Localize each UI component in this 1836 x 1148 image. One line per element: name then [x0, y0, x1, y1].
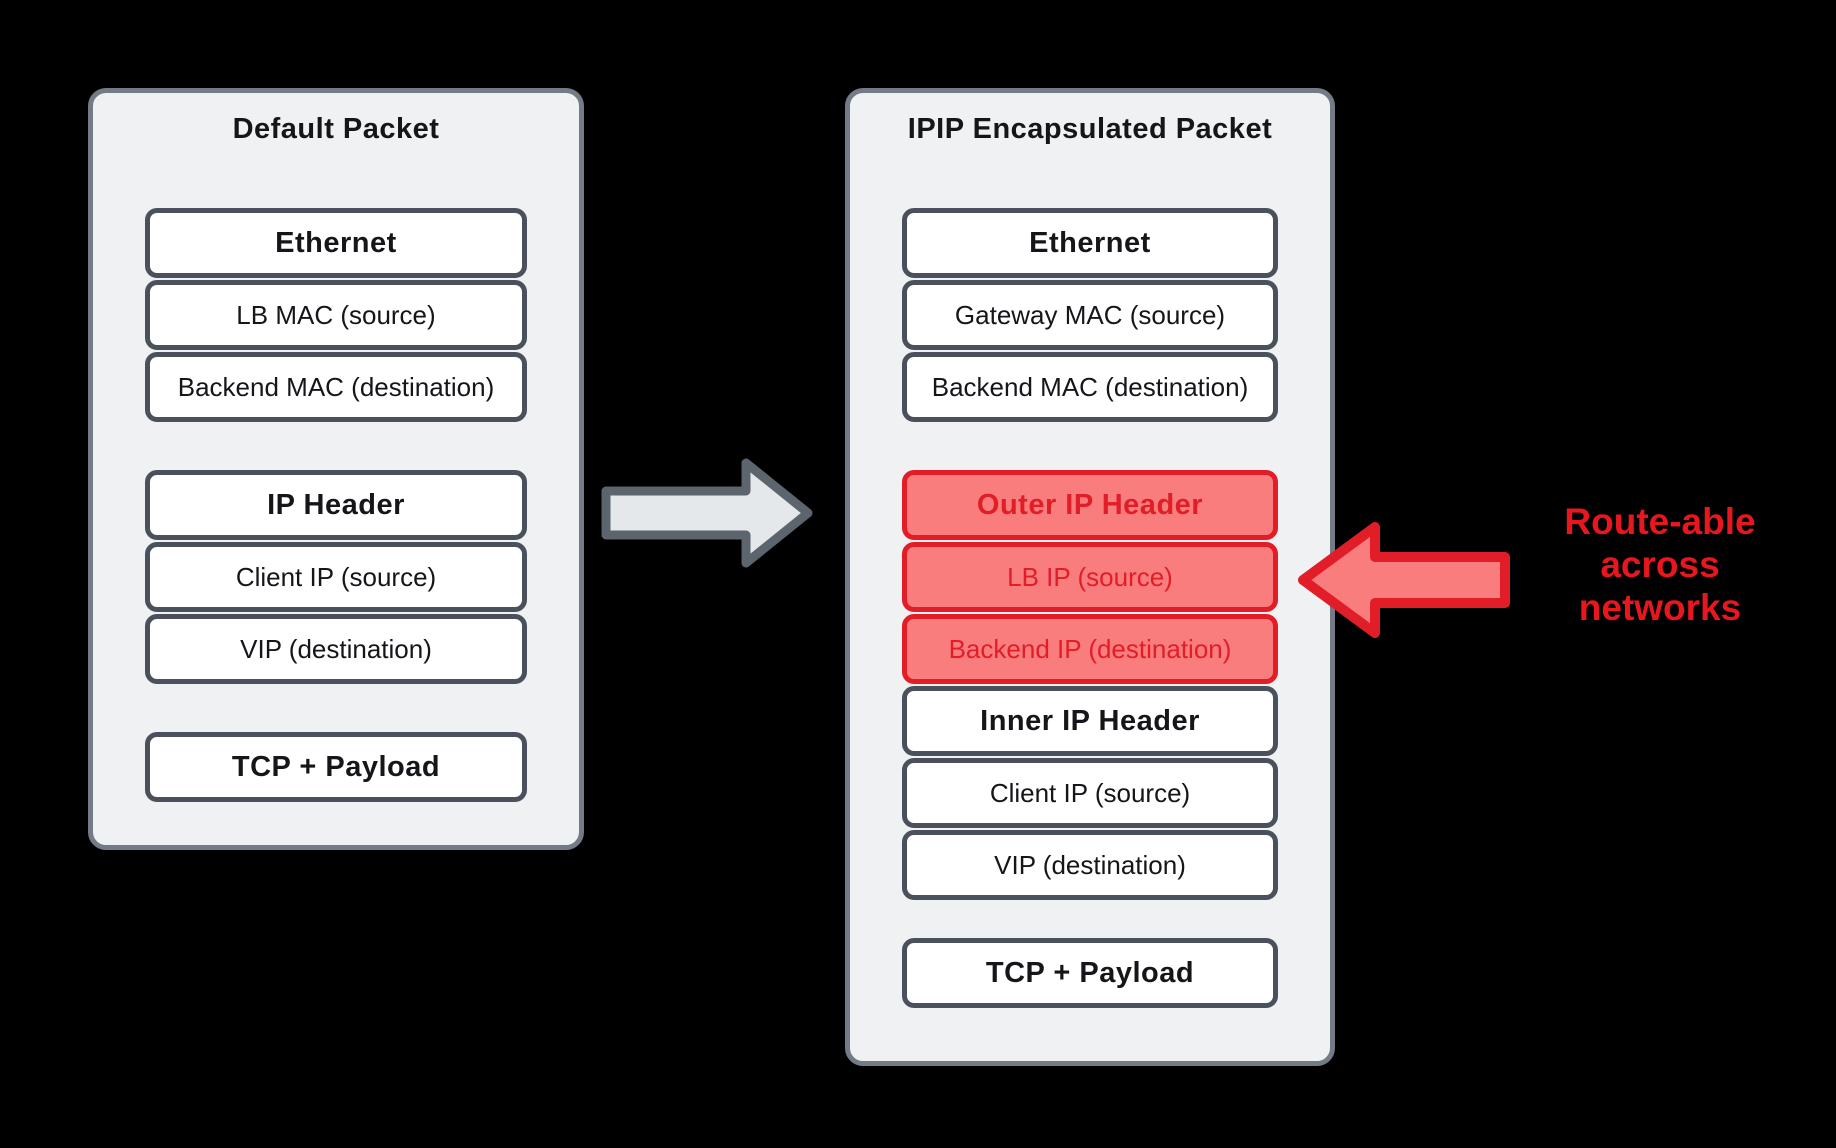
packet-field-inner-ip-header: Inner IP Header	[902, 686, 1278, 756]
packet-field-gateway-mac: Gateway MAC (source)	[902, 280, 1278, 350]
packet-field-ethernet: Ethernet	[902, 208, 1278, 278]
packet-field-outer-ip-header: Outer IP Header	[902, 470, 1278, 540]
highlight-arrow-icon	[1298, 522, 1510, 638]
ethernet-group: Ethernet LB MAC (source) Backend MAC (de…	[145, 208, 527, 422]
default-packet-title: Default Packet	[232, 113, 440, 145]
packet-field-tcp-payload: TCP + Payload	[902, 938, 1278, 1008]
packet-field-tcp-payload: TCP + Payload	[145, 732, 527, 802]
packet-field-ip-header: IP Header	[145, 470, 527, 540]
packet-field-backend-mac: Backend MAC (destination)	[145, 352, 527, 422]
packet-field-client-ip: Client IP (source)	[902, 758, 1278, 828]
packet-field-vip: VIP (destination)	[145, 614, 527, 684]
flow-arrow-icon	[601, 458, 813, 568]
packet-field-vip: VIP (destination)	[902, 830, 1278, 900]
packet-field-lb-ip: LB IP (source)	[902, 542, 1278, 612]
ethernet-group: Ethernet Gateway MAC (source) Backend MA…	[902, 208, 1278, 422]
annotation-line: across	[1600, 544, 1720, 585]
packet-field-backend-ip: Backend IP (destination)	[902, 614, 1278, 684]
ip-header-group: IP Header Client IP (source) VIP (destin…	[145, 470, 527, 684]
outer-and-inner-ip-group: Outer IP Header LB IP (source) Backend I…	[902, 470, 1278, 900]
payload-group: TCP + Payload	[145, 732, 527, 802]
ipip-packet-title: IPIP Encapsulated Packet	[907, 113, 1273, 145]
packet-field-lb-mac: LB MAC (source)	[145, 280, 527, 350]
route-able-annotation: Route-able across networks	[1510, 500, 1810, 629]
packet-field-ethernet: Ethernet	[145, 208, 527, 278]
annotation-line: networks	[1578, 587, 1742, 628]
ipip-packet-panel: IPIP Encapsulated Packet Ethernet Gatewa…	[845, 88, 1335, 1066]
default-packet-panel: Default Packet Ethernet LB MAC (source) …	[88, 88, 584, 850]
payload-group: TCP + Payload	[902, 938, 1278, 1008]
packet-field-client-ip: Client IP (source)	[145, 542, 527, 612]
annotation-line: Route-able	[1564, 501, 1756, 542]
packet-field-backend-mac: Backend MAC (destination)	[902, 352, 1278, 422]
